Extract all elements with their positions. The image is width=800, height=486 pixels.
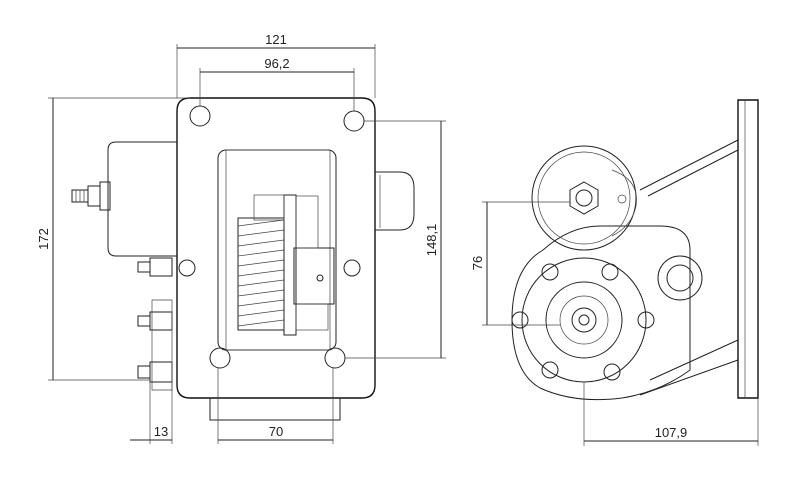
dimension-bottom-width: 70 <box>217 368 334 444</box>
bolt-hole-top-right <box>343 110 365 132</box>
dim-label-side-width: 107,9 <box>655 425 688 440</box>
output-shaft-center <box>578 314 590 326</box>
top-cover-inner <box>537 151 631 245</box>
dimension-side-offset: 76 <box>470 201 570 326</box>
stud-mid-thread <box>137 315 151 327</box>
dimension-overall-width: 121 <box>176 32 376 98</box>
dim-label-overall-height: 172 <box>36 228 51 250</box>
left-solenoid <box>71 141 177 257</box>
gear-hub-top <box>253 194 285 221</box>
flange-bolt-5 <box>541 361 559 379</box>
front-lower-extension <box>209 398 341 421</box>
stud-bracket <box>151 299 173 391</box>
front-housing-plate <box>176 97 376 399</box>
dimension-overall-height: 172 <box>36 97 190 381</box>
flange-bolt-3 <box>511 311 529 329</box>
top-nut-center <box>575 189 593 207</box>
output-flange-mid <box>545 281 623 359</box>
shift-base <box>295 303 329 331</box>
dimension-bolt-spacing-vertical: 148,1 <box>345 120 446 359</box>
top-cover-small-hole <box>617 194 627 204</box>
flange-bolt-6 <box>603 363 621 381</box>
front-inner-window <box>217 149 337 351</box>
output-shaft <box>571 307 597 333</box>
side-output-flange <box>511 257 655 383</box>
output-flange-outer <box>521 257 647 383</box>
front-inner-frame <box>225 149 331 351</box>
shift-fork <box>295 195 319 249</box>
gear-shaft-collar <box>283 194 297 336</box>
dim-label-bolt-spacing-vertical: 148,1 <box>424 224 439 257</box>
gear-wheel <box>237 194 297 336</box>
bolt-hole-top-left <box>189 105 211 127</box>
solenoid-nipple-ribs <box>75 190 85 202</box>
side-port <box>657 255 703 301</box>
side-tapered-body <box>639 139 739 396</box>
stud-bottom-thread <box>137 365 151 379</box>
left-studs <box>137 257 173 391</box>
bolt-hole-mid-left <box>178 259 196 277</box>
side-view: 76 107,9 <box>470 99 759 446</box>
shift-block-pin <box>316 274 324 282</box>
dimension-bottom-offset: 13 <box>130 382 173 444</box>
dim-label-side-offset: 76 <box>470 256 485 270</box>
solenoid-fitting <box>87 185 101 207</box>
side-mounting-flange <box>737 99 759 399</box>
top-cover-outer <box>531 145 637 251</box>
port-outer <box>657 255 703 301</box>
stud-top-thread <box>137 261 151 273</box>
dim-label-overall-width: 121 <box>265 32 287 47</box>
right-cover <box>375 171 415 231</box>
flange-bolt-1 <box>541 263 559 281</box>
shift-block <box>293 195 335 331</box>
front-view: 121 96,2 172 148,1 13 <box>36 32 446 444</box>
bolt-hole-bottom-right <box>324 347 346 369</box>
solenoid-body <box>107 141 177 257</box>
output-flange-inner <box>559 295 609 345</box>
top-cover-arc <box>611 169 637 237</box>
dimension-side-width: 107,9 <box>583 382 759 446</box>
dim-label-bottom-width: 70 <box>269 424 283 439</box>
dim-label-bottom-offset: 13 <box>154 424 168 439</box>
stud-top-nut <box>149 257 173 277</box>
top-hex-nut <box>569 181 599 215</box>
bolt-hole-mid-right <box>343 259 361 277</box>
stud-mid-nut <box>149 311 173 331</box>
dim-label-bolt-spacing-top: 96,2 <box>264 56 289 71</box>
side-top-cover <box>531 145 637 251</box>
gear-teeth <box>237 219 285 327</box>
shift-block-body <box>293 247 335 305</box>
dimension-bolt-spacing-top: 96,2 <box>199 56 355 111</box>
stud-bottom-nut <box>149 361 173 383</box>
flange-bolt-4 <box>637 311 655 329</box>
port-inner <box>666 264 694 292</box>
flange-bolt-2 <box>601 263 619 281</box>
bolt-hole-bottom-left <box>209 347 231 369</box>
